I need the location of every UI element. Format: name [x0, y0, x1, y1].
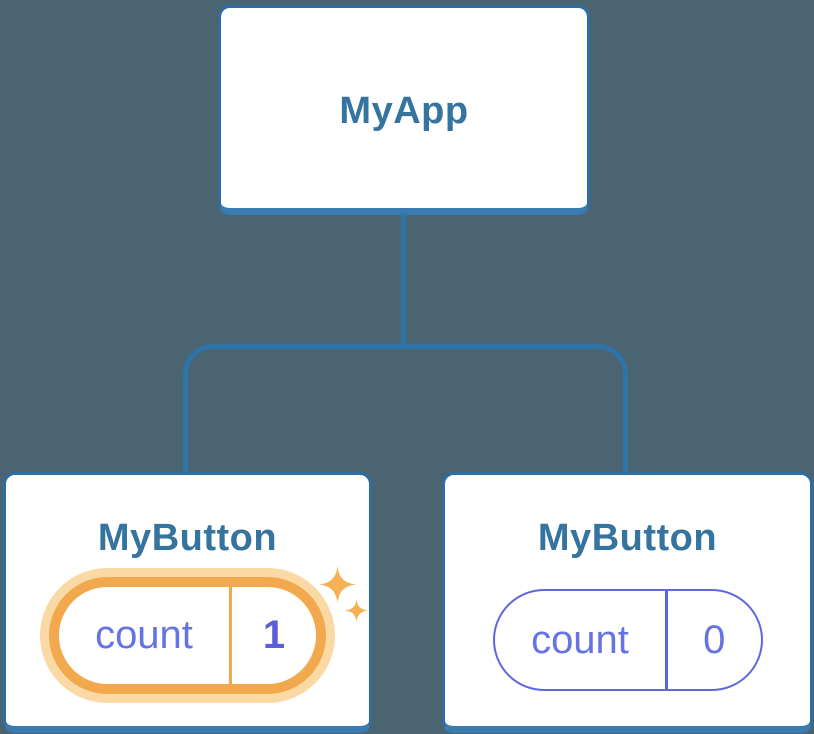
- pill-divider: [229, 587, 232, 684]
- app-node-label: MyApp: [339, 90, 469, 132]
- button-node-left-label: MyButton: [97, 517, 278, 559]
- state-pill-highlighted: count 1: [49, 577, 326, 694]
- pill-divider: [665, 591, 668, 689]
- sparkle-icon: [345, 599, 368, 622]
- state-value: 0: [703, 617, 726, 662]
- connector-bracket: [183, 344, 628, 472]
- button-node-right-label: MyButton: [537, 517, 718, 559]
- sparkle-icon: [319, 566, 356, 603]
- button-node-left: MyButton count 1: [3, 472, 372, 733]
- button-node-right: MyButton count 0: [442, 472, 813, 733]
- state-pill: count 0: [493, 589, 763, 691]
- state-key-label: count: [95, 613, 193, 657]
- state-key-label: count: [531, 617, 629, 662]
- connector-stem: [401, 213, 406, 346]
- state-value: 1: [262, 613, 286, 657]
- app-node: MyApp: [218, 5, 590, 215]
